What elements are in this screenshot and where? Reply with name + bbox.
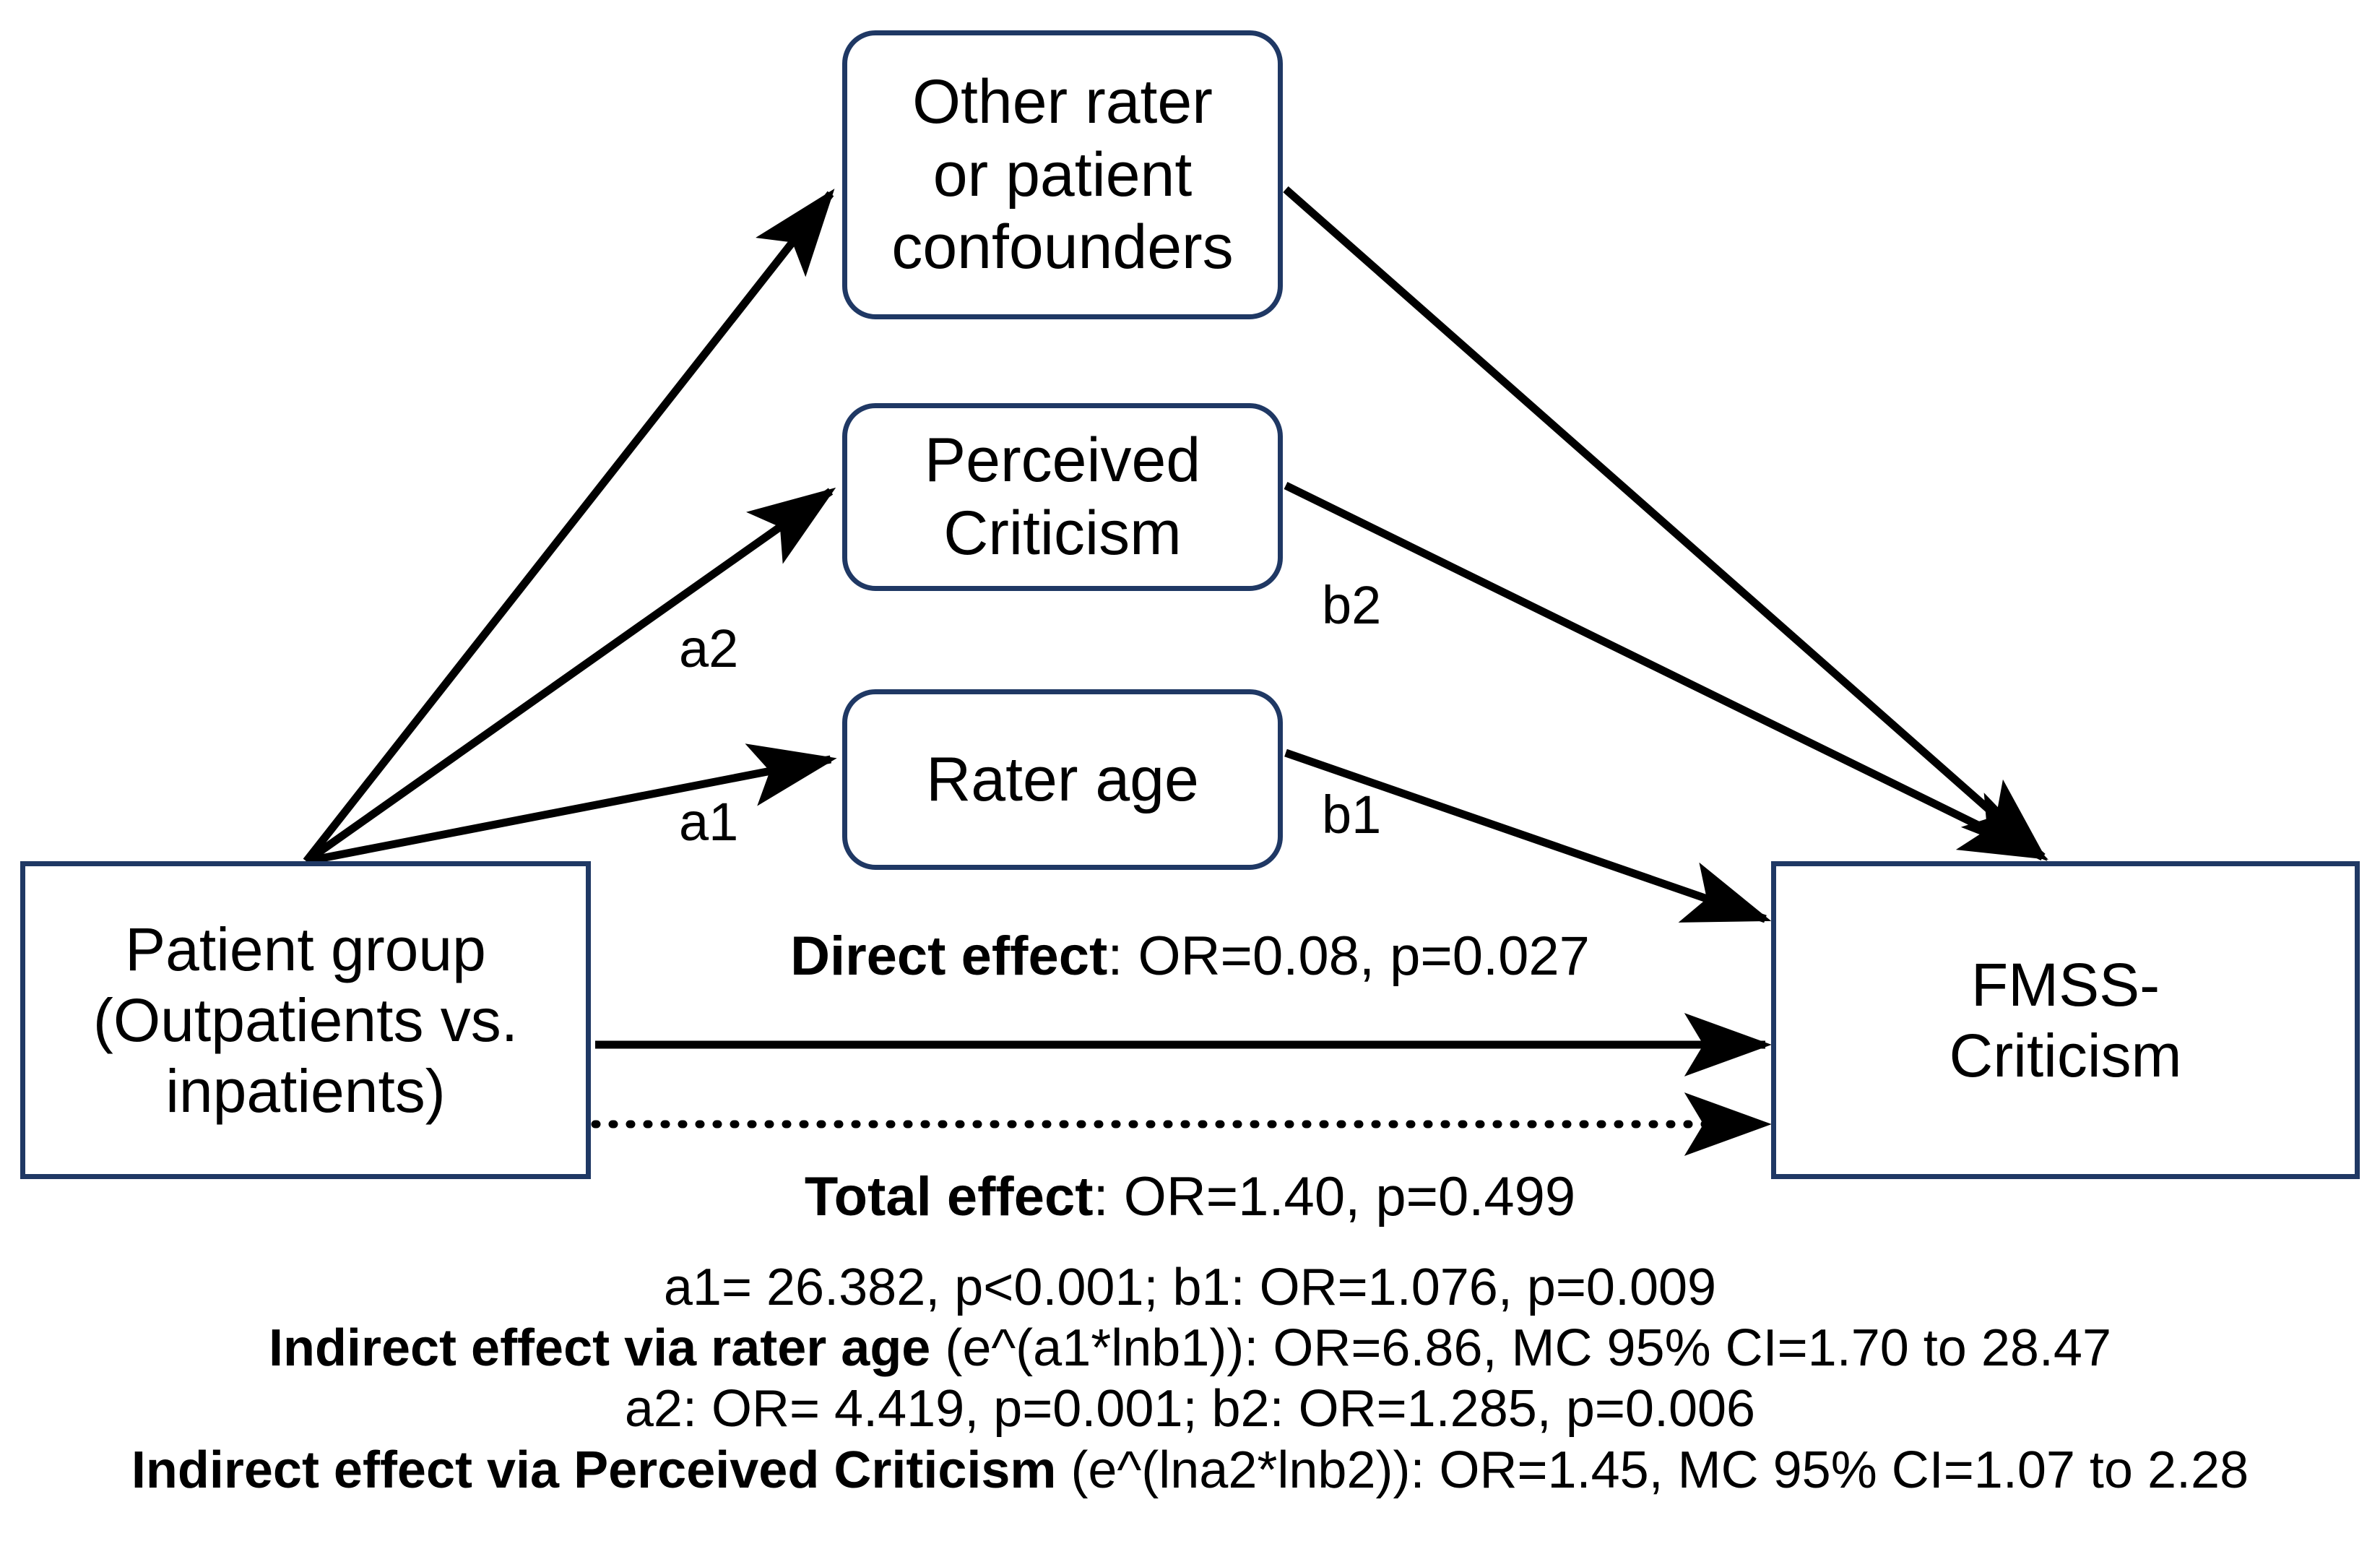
arrow-a2-patientgroup-to-perceived	[303, 487, 836, 865]
total-effect-annotation: Total effect: OR=1.40, p=0.499	[0, 1165, 2380, 1228]
total-effect-values: : OR=1.40, p=0.499	[1093, 1166, 1576, 1227]
node-label-fmss-criticism: FMSS- Criticism	[1949, 950, 2182, 1090]
node-label-confounders: Other rater or patient confounders	[891, 67, 1234, 282]
path-label-b2: b2	[1322, 575, 1382, 635]
statistics-block: a1= 26.382, p<0.001; b1: OR=1.076, p=0.0…	[0, 1257, 2380, 1501]
node-rater-age[interactable]: Rater age	[842, 689, 1283, 870]
stat-row-text: (e^(lna2*lnb2)): OR=1.45, MC 95% CI=1.07…	[1056, 1441, 2249, 1499]
node-label-perceived-criticism: Perceived Criticism	[924, 426, 1201, 568]
direct-effect-annotation: Direct effect: OR=0.08, p=0.027	[0, 925, 2380, 988]
path-label-b1: b1	[1322, 785, 1382, 845]
arrow-patientgroup-to-confounders	[303, 189, 835, 864]
direct-effect-values: : OR=0.08, p=0.027	[1107, 925, 1590, 987]
stat-row-text: (e^(a1*lnb1)): OR=6.86, MC 95% CI=1.70 t…	[930, 1319, 2112, 1378]
stat-row: a2: OR= 4.419, p=0.001; b2: OR=1.285, p=…	[0, 1378, 2380, 1439]
stat-row: a1= 26.382, p<0.001; b1: OR=1.076, p=0.0…	[0, 1257, 2380, 1318]
node-fmss-criticism[interactable]: FMSS- Criticism	[1771, 861, 2360, 1179]
stat-row-text: a1= 26.382, p<0.001; b1: OR=1.076, p=0.0…	[663, 1259, 1717, 1316]
path-label-a1: a1	[679, 792, 739, 852]
node-perceived-criticism[interactable]: Perceived Criticism	[842, 403, 1283, 591]
total-effect-title: Total effect	[804, 1166, 1094, 1227]
stat-row-bold: Indirect effect via Perceived Criticism	[131, 1441, 1057, 1499]
path-label-a2: a2	[679, 618, 739, 678]
arrow-a1-patientgroup-to-raterage	[305, 743, 837, 866]
stat-row: Indirect effect via Perceived Criticism …	[0, 1440, 2380, 1501]
arrow-b2-perceived-to-fmss	[1284, 482, 2048, 860]
arrow-confounders-to-fmss	[1283, 186, 2048, 861]
arrow-b1-raterage-to-fmss	[1284, 748, 1772, 923]
stat-row-bold: Indirect effect via rater age	[268, 1319, 931, 1378]
stat-row: Indirect effect via rater age (e^(a1*lnb…	[0, 1318, 2380, 1378]
node-label-rater-age: Rater age	[926, 744, 1199, 814]
node-other-rater-or-patient-confounders[interactable]: Other rater or patient confounders	[842, 30, 1283, 319]
node-patient-group[interactable]: Patient group (Outpatients vs. inpatient…	[20, 861, 591, 1179]
node-label-patient-group: Patient group (Outpatients vs. inpatient…	[92, 915, 519, 1126]
stat-row-text: a2: OR= 4.419, p=0.001; b2: OR=1.285, p=…	[624, 1380, 1756, 1438]
direct-effect-title: Direct effect	[790, 925, 1108, 987]
